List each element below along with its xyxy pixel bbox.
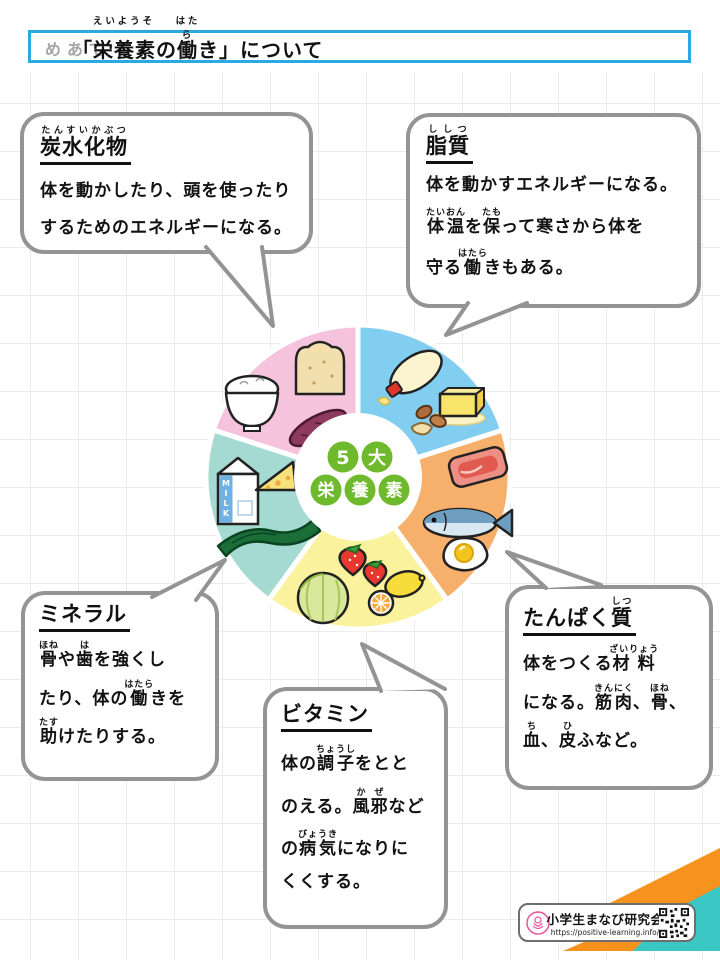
nuts-icon bbox=[411, 404, 447, 436]
bubble-line: するためのエネルギーになる。 bbox=[40, 217, 292, 238]
badge-char: 養 bbox=[351, 480, 369, 501]
page-title: 「栄養素の働き」について bbox=[72, 38, 324, 62]
rice-bowl-icon bbox=[224, 374, 280, 432]
fish-icon bbox=[422, 507, 514, 539]
goal-label: めあて bbox=[45, 40, 111, 59]
five-major-nutrients-badge: 5 大 栄 養 素 bbox=[310, 441, 410, 506]
bubble-carbohydrate: 炭水化物たんすいかぶつ 体を動かしたり、頭を使ったり するためのエネルギーになる… bbox=[20, 112, 313, 254]
bubble-fat-title: 脂質ししつ bbox=[426, 125, 473, 165]
bubble-line: くくする。 bbox=[281, 871, 371, 892]
strawberry-icon bbox=[338, 543, 388, 588]
bubble-line: 体温たいおんを保たもって寒さから体を bbox=[426, 207, 645, 237]
title-furigana-eiyoso: えいようそ bbox=[92, 16, 156, 27]
credit-pill: 小学生まなび研究会 https://positive-learning.info… bbox=[518, 903, 696, 942]
mayonnaise-icon bbox=[376, 349, 443, 406]
bubble-line: 体の調子ちょうしをとと bbox=[281, 745, 410, 775]
five-nutrients-pie: MILK 5 大 栄 養 素 bbox=[203, 322, 514, 632]
meat-icon bbox=[447, 446, 509, 488]
goal-header-box: めあて bbox=[28, 30, 691, 63]
cabbage-icon bbox=[296, 571, 350, 625]
bubble-fat: 脂質ししつ 体を動かすエネルギーになる。 体温たいおんを保たもって寒さから体を … bbox=[406, 113, 701, 308]
bubble-line: の病気びょうきになりに bbox=[281, 830, 410, 860]
badge-char: 大 bbox=[368, 447, 386, 469]
credit-url: https://positive-learning.info/ bbox=[550, 927, 660, 937]
title-furigana-hataraki: はたら bbox=[175, 16, 201, 41]
bubble-line: 骨ほねや歯はを強くし bbox=[39, 641, 166, 671]
bubble-line: 体を動かすエネルギーになる。 bbox=[426, 175, 678, 196]
badge-char: 素 bbox=[386, 481, 403, 501]
bubble-protein: たんぱく質しつ 体をつくる材料ざいりょう になる。筋肉きんにく、骨ほね、 血ち、… bbox=[505, 585, 713, 790]
manabi-logo-icon bbox=[526, 910, 550, 935]
credit-text: 小学生まなび研究会 https://positive-learning.info… bbox=[547, 909, 664, 937]
bubble-line: のえる。風邪かぜなど bbox=[281, 787, 425, 817]
bubble-line: 体をつくる材料ざいりょう bbox=[523, 645, 660, 675]
bread-icon bbox=[294, 340, 346, 396]
bubble-carbohydrate-title: 炭水化物たんすいかぶつ bbox=[40, 126, 131, 166]
bubble-line: になる。筋肉きんにく、骨ほね、 bbox=[523, 683, 687, 713]
milk-carton-icon: MILK bbox=[216, 456, 260, 526]
fried-egg-icon bbox=[442, 536, 489, 572]
bubble-line: 体を動かしたり、頭を使ったり bbox=[40, 181, 292, 202]
bubble-vitamin-title: ビタミン bbox=[281, 702, 372, 733]
seaweed-icon bbox=[216, 517, 322, 558]
bubble-protein-title: たんぱく質しつ bbox=[523, 597, 636, 637]
qr-code bbox=[659, 907, 689, 938]
bubble-vitamin: ビタミン 体の調子ちょうしをとと のえる。風邪かぜなど の病気びょうきになりに … bbox=[263, 687, 448, 929]
bubble-line: 血ち、皮ひふなど。 bbox=[523, 722, 649, 752]
bubble-line: 守る働はたらきもある。 bbox=[426, 249, 574, 279]
bubble-line: 助たすけたりする。 bbox=[39, 718, 166, 748]
lemon-icon bbox=[367, 570, 426, 617]
bubble-mineral-title: ミネラル bbox=[39, 602, 130, 633]
bubble-line: たり、体の働はたらきを bbox=[39, 679, 187, 709]
bubble-mineral: ミネラル 骨ほねや歯はを強くし たり、体の働はたらきを 助たすけたりする。 bbox=[21, 591, 219, 781]
badge-char: 栄 bbox=[317, 480, 336, 501]
credit-org-name: 小学生まなび研究会 bbox=[546, 911, 664, 927]
milk-label: MILK bbox=[221, 479, 230, 519]
badge-char: 5 bbox=[336, 447, 349, 469]
